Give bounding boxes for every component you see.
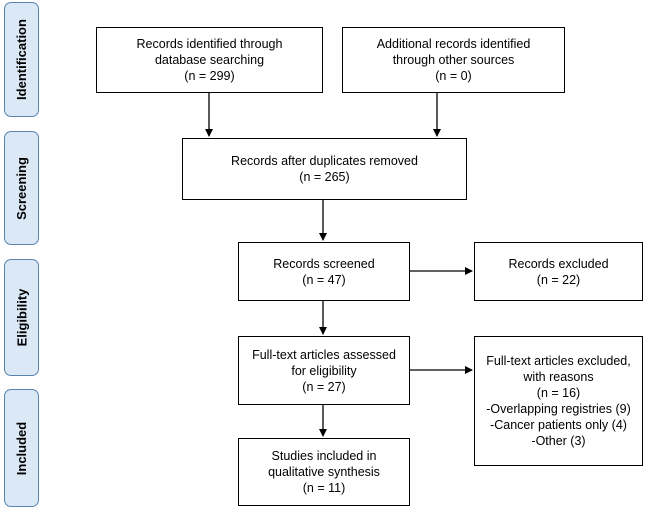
stage-identification: Identification xyxy=(4,2,39,117)
box-other-records-line-1: Additional records identified xyxy=(376,37,531,51)
box-records-excluded: Records excluded (n = 22) xyxy=(474,242,643,301)
stage-included: Included xyxy=(4,389,39,507)
box-fulltext-excluded-line-6: -Other (3) xyxy=(531,434,586,448)
box-database-records: Records identified through database sear… xyxy=(96,27,323,93)
box-records-excluded-line-2: (n = 22) xyxy=(536,272,581,287)
box-fulltext-assessed: Full-text articles assessed for eligibil… xyxy=(238,336,410,405)
box-records-excluded-line-1: Records excluded xyxy=(508,256,609,271)
box-fulltext-excluded-line-2: with reasons xyxy=(523,370,594,384)
box-other-records: Additional records identified through ot… xyxy=(342,27,565,93)
box-other-records-line-3: (n = 0) xyxy=(435,69,472,83)
box-studies-included: Studies included in qualitative synthesi… xyxy=(238,438,410,506)
box-fulltext-assessed-line-3: (n = 27) xyxy=(302,379,346,394)
box-other-records-line-2: through other sources xyxy=(392,53,515,67)
box-studies-included-line-3: (n = 11) xyxy=(302,481,346,495)
box-fulltext-excluded-line-3: (n = 16) xyxy=(536,386,581,400)
box-fulltext-excluded-line-4: -Overlapping registries (9) xyxy=(486,402,631,416)
box-fulltext-excluded-line-1: Full-text articles excluded, xyxy=(486,354,631,368)
stage-eligibility: Eligibility xyxy=(4,259,39,376)
box-database-records-line-3: (n = 299) xyxy=(184,69,235,83)
box-fulltext-excluded: Full-text articles excluded, with reason… xyxy=(474,336,643,466)
box-studies-included-line-1: Studies included in xyxy=(271,449,377,463)
stage-screening: Screening xyxy=(4,131,39,245)
box-database-records-line-1: Records identified through xyxy=(136,37,283,51)
box-fulltext-excluded-line-5: -Cancer patients only (4) xyxy=(490,418,627,432)
box-fulltext-assessed-line-2: for eligibility xyxy=(291,363,357,378)
box-records-screened-line-2: (n = 47) xyxy=(302,272,346,287)
box-fulltext-assessed-line-1: Full-text articles assessed xyxy=(252,347,396,362)
box-after-duplicates: Records after duplicates removed (n = 26… xyxy=(182,138,467,200)
box-records-screened: Records screened (n = 47) xyxy=(238,242,410,301)
box-database-records-line-2: database searching xyxy=(154,53,265,67)
box-after-duplicates-line-1: Records after duplicates removed xyxy=(231,154,418,168)
box-after-duplicates-line-2: (n = 265) xyxy=(299,170,350,184)
box-records-screened-line-1: Records screened xyxy=(273,256,375,271)
box-studies-included-line-2: qualitative synthesis xyxy=(268,465,380,479)
